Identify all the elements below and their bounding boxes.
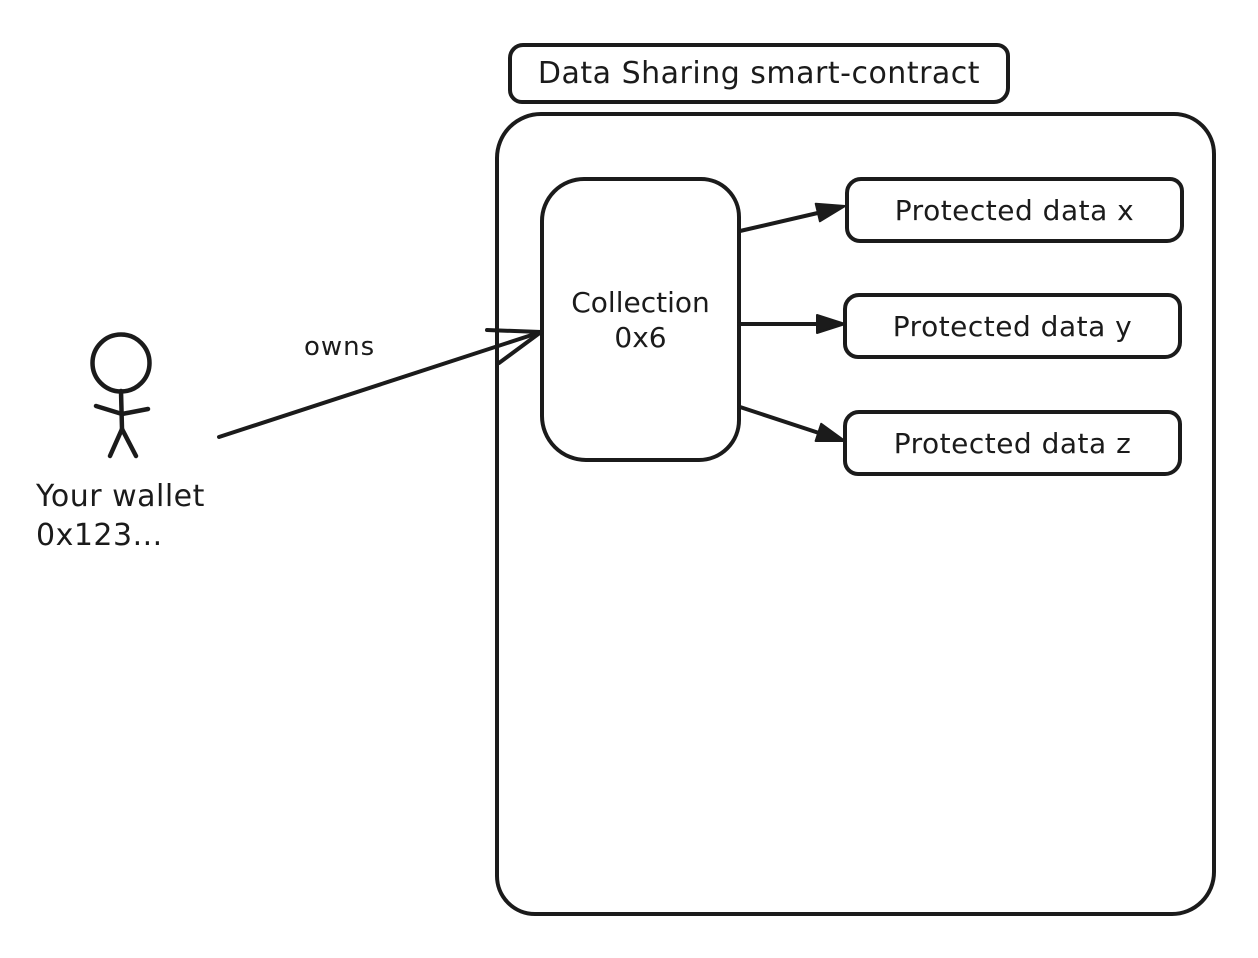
owns-arrow — [217, 328, 543, 439]
protected-data-y-node: Protected data y — [843, 293, 1182, 359]
owns-edge-label: owns — [304, 332, 376, 362]
protected-data-x-label: Protected data x — [894, 193, 1135, 227]
wallet-label-line1: Your wallet — [36, 479, 205, 514]
collection-label-line2: 0x6 — [614, 320, 667, 354]
protected-data-z-node: Protected data z — [843, 410, 1182, 476]
protected-data-x-node: Protected data x — [845, 177, 1184, 243]
collection-label-line1: Collection — [571, 285, 710, 319]
wallet-label: Your wallet 0x123... — [36, 477, 205, 555]
protected-data-y-label: Protected data y — [892, 309, 1133, 343]
wallet-label-line2: 0x123... — [36, 518, 163, 553]
stick-figure-person-icon — [90, 332, 152, 459]
smart-contract-title: Data Sharing smart-contract — [537, 56, 981, 91]
smart-contract-container — [495, 112, 1216, 916]
collection-node: Collection 0x6 — [540, 177, 741, 462]
smart-contract-title-box: Data Sharing smart-contract — [508, 43, 1010, 104]
protected-data-z-label: Protected data z — [893, 426, 1132, 460]
